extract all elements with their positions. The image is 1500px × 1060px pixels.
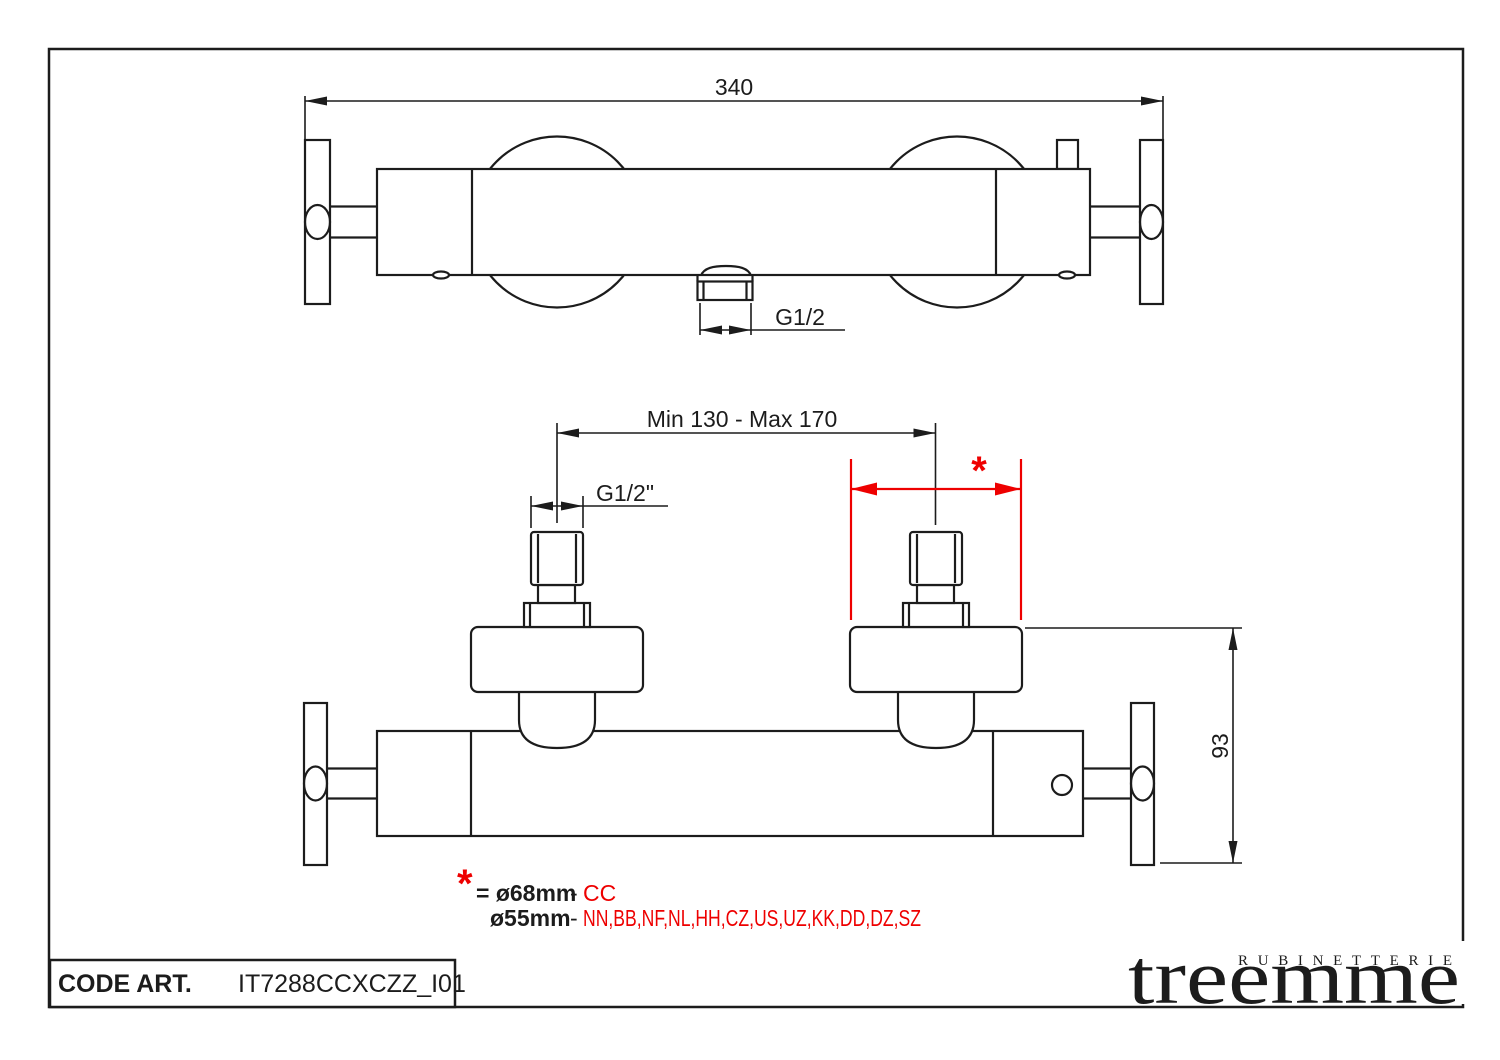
- mixer-body-front: [375, 729, 1085, 838]
- left-collar-chamfers: [528, 603, 586, 627]
- dim-340: 340: [304, 74, 1164, 140]
- legend-row1-size: = ø68mm: [476, 880, 576, 906]
- brand-logo: RUBINETTERIE treemme: [1120, 933, 1468, 1020]
- legend-row2-finishes: NN,BB,NF,NL,HH,CZ,US,UZ,KK,DD,DZ,SZ: [583, 905, 921, 931]
- right-fitting-chamfers: [915, 534, 957, 583]
- legend-row2-size: ø55mm: [490, 905, 571, 931]
- right-inlet-union: [848, 530, 1024, 750]
- left-escutcheon: [469, 625, 645, 694]
- right-collar: [901, 601, 971, 629]
- left-stem-front: [327, 767, 377, 800]
- top-view: 340 G1/2: [303, 74, 1165, 335]
- left-handle-hub-front: [302, 765, 329, 802]
- legend-row1-finishes: CC: [583, 880, 616, 906]
- body-division-lines-front: [469, 731, 995, 836]
- drawing-frame: [47, 47, 1465, 1009]
- set-screw-right: [1057, 270, 1077, 280]
- legend-asterisk: *: [457, 862, 473, 906]
- right-union-nut: [896, 693, 976, 750]
- left-inlet-fitting: [529, 530, 585, 587]
- right-handle-front: [1129, 701, 1156, 867]
- right-handle-stem: [1090, 205, 1140, 239]
- front-view: Min 130 - Max 170 G1/2" * 93: [302, 406, 1242, 867]
- right-neck: [915, 583, 956, 605]
- mixer-body: [375, 167, 1092, 277]
- title-block-value: IT7288CCXCZZ_I01: [238, 970, 466, 998]
- right-inlet-fitting: [908, 530, 964, 587]
- legend-row2-dash: -: [570, 905, 578, 931]
- left-union-nut: [517, 693, 597, 750]
- dim-escutcheon-red: *: [849, 449, 1023, 620]
- finish-legend: * = ø68mm - CC ø55mm - NN,BB,NF,NL,HH,CZ…: [457, 862, 921, 931]
- logo-background: [1120, 941, 1468, 1004]
- left-handle: [303, 138, 332, 306]
- dim-g12-inlet-label: G1/2": [596, 480, 654, 506]
- dim-inlet-spacing-label: Min 130 - Max 170: [647, 406, 837, 432]
- left-neck: [536, 583, 577, 605]
- right-collar-chamfers: [907, 603, 965, 627]
- dim-inlet-spacing: Min 130 - Max 170: [557, 406, 936, 438]
- dim-93: 93: [1025, 627, 1242, 864]
- logo-tagline: RUBINETTERIE: [1238, 953, 1460, 969]
- dim-g12-inlet: G1/2": [530, 480, 668, 528]
- inlet-centerlines: [556, 423, 937, 525]
- left-handle-stem: [330, 205, 377, 239]
- left-handle-front: [302, 701, 329, 867]
- dim-g12-outlet: G1/2: [699, 303, 845, 335]
- dim-93-label: 93: [1207, 733, 1233, 759]
- body-division-lines: [470, 169, 998, 275]
- outlet-fitting-walls: [702, 281, 748, 300]
- title-block-label: CODE ART.: [58, 970, 192, 998]
- outlet-fitting: [696, 280, 754, 302]
- dim-340-label: 340: [715, 74, 753, 100]
- set-screw-left: [431, 270, 451, 280]
- right-handle: [1138, 138, 1165, 306]
- right-handle-hub-front: [1129, 765, 1156, 802]
- title-block: CODE ART. IT7288CCXCZZ_I01: [48, 958, 466, 1009]
- logo-brand: treemme: [1128, 933, 1460, 1020]
- asterisk-marker: *: [971, 449, 987, 493]
- left-collar: [522, 601, 592, 629]
- temp-stop-button: [1050, 773, 1074, 797]
- outlet-dome: [699, 264, 753, 277]
- left-fitting-chamfers: [536, 534, 578, 583]
- dim-g12-outlet-label: G1/2: [775, 304, 825, 330]
- right-stem-front: [1083, 767, 1131, 800]
- legend-row1-dash: -: [570, 880, 578, 906]
- title-block-box: [48, 958, 457, 1009]
- right-handle-hub: [1138, 203, 1165, 241]
- left-handle-hub: [303, 203, 332, 241]
- left-inlet-union: [469, 530, 645, 750]
- diverter-knob: [1055, 138, 1080, 171]
- right-escutcheon: [848, 625, 1024, 694]
